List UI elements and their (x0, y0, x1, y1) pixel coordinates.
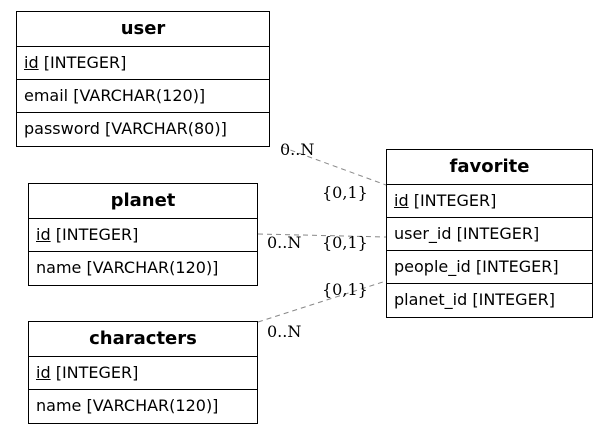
relation-line-characters-favorite (257, 280, 387, 323)
entity-user[interactable]: user id [INTEGER] email [VARCHAR(120)] p… (16, 11, 270, 147)
field-type: [INTEGER] (43, 53, 127, 72)
field-row: people_id [INTEGER] (387, 251, 592, 284)
entity-characters[interactable]: characters id [INTEGER] name [VARCHAR(12… (28, 321, 258, 424)
primary-key: id (394, 191, 409, 210)
cardinality-characters-side: 0..N (267, 322, 302, 341)
cardinality-favorite-user-side: {0,1} (322, 183, 368, 202)
field-type: [INTEGER] (55, 363, 139, 382)
field-row: user_id [INTEGER] (387, 218, 592, 251)
field-row: email [VARCHAR(120)] (17, 80, 269, 113)
relation-line-planet-favorite (257, 233, 387, 238)
relation-line-user-favorite (281, 146, 387, 186)
entity-title: user (17, 12, 269, 47)
field-row: password [VARCHAR(80)] (24, 119, 227, 138)
primary-key: id (36, 363, 51, 382)
field-row: id [INTEGER] (17, 47, 269, 80)
field-row: planet_id [INTEGER] (394, 290, 556, 309)
field-row: id [INTEGER] (29, 219, 257, 252)
cardinality-planet-side: 0..N (267, 233, 302, 252)
field-row: name [VARCHAR(120)] (36, 258, 219, 277)
entity-title: characters (29, 322, 257, 357)
cardinality-favorite-characters-side: {0,1} (322, 280, 368, 299)
primary-key: id (24, 53, 39, 72)
entity-title: planet (29, 184, 257, 219)
entity-planet[interactable]: planet id [INTEGER] name [VARCHAR(120)] (28, 183, 258, 286)
field-row: name [VARCHAR(120)] (36, 396, 219, 415)
field-row: id [INTEGER] (29, 357, 257, 390)
field-type: [INTEGER] (55, 225, 139, 244)
entity-favorite[interactable]: favorite id [INTEGER] user_id [INTEGER] … (386, 149, 593, 318)
entity-title: favorite (387, 150, 592, 185)
field-row: id [INTEGER] (387, 185, 592, 218)
cardinality-favorite-planet-side: {0,1} (322, 233, 368, 252)
primary-key: id (36, 225, 51, 244)
field-type: [INTEGER] (413, 191, 497, 210)
cardinality-user-side: 0..N (280, 140, 315, 159)
